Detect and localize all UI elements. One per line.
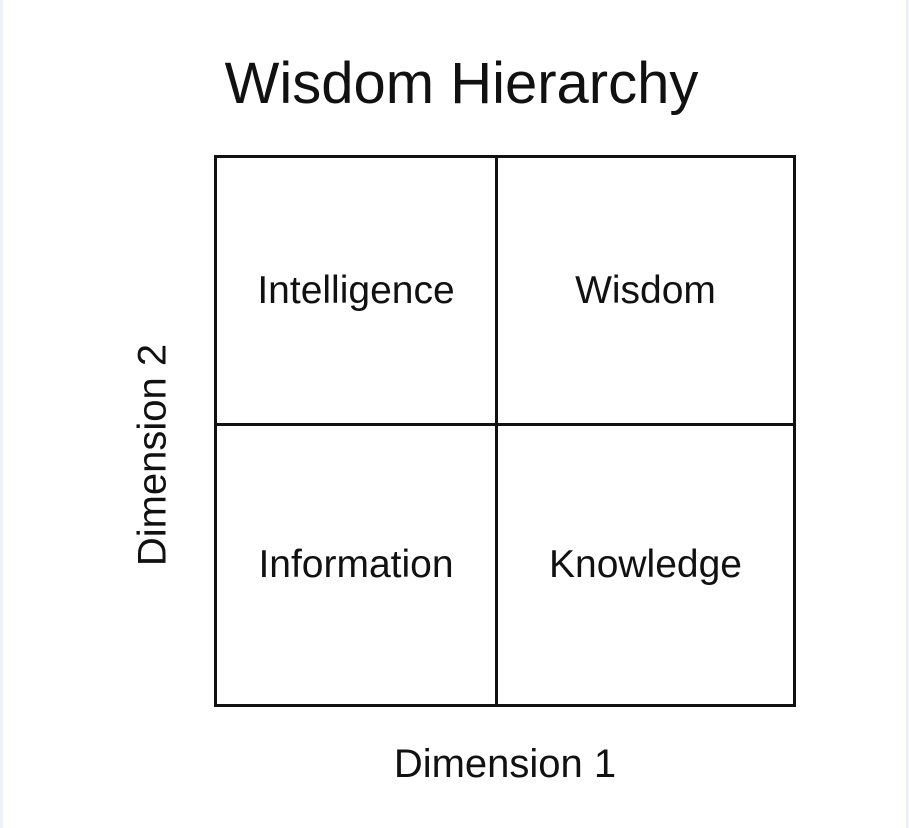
diagram-canvas: Wisdom Hierarchy Dimension 2 Intelligenc… <box>3 0 906 828</box>
y-axis-label: Dimension 2 <box>130 343 175 567</box>
horizontal-divider <box>217 423 793 426</box>
quadrant-top-left: Intelligence <box>217 158 495 423</box>
quadrant-label-intelligence: Intelligence <box>257 268 455 312</box>
quadrant-top-right: Wisdom <box>498 158 793 423</box>
quadrant-grid: Intelligence Wisdom Information Knowledg… <box>214 155 796 707</box>
quadrant-label-information: Information <box>258 543 454 586</box>
vertical-divider <box>495 158 498 704</box>
quadrant-bottom-left: Information <box>217 426 495 704</box>
x-axis-label: Dimension 1 <box>393 742 617 786</box>
quadrant-label-wisdom: Wisdom <box>575 268 716 312</box>
quadrant-label-knowledge: Knowledge <box>549 543 742 586</box>
diagram-title: Wisdom Hierarchy <box>224 51 699 116</box>
quadrant-bottom-right: Knowledge <box>498 426 793 704</box>
